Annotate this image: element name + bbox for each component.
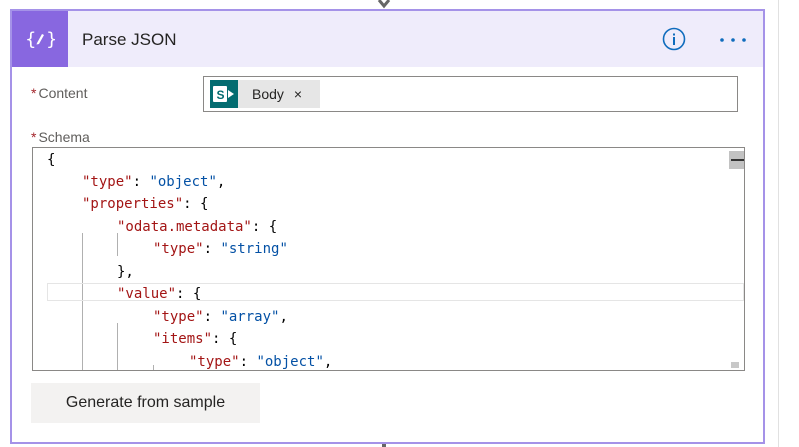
editor-scrollbar-thumb[interactable] xyxy=(729,151,744,169)
page-scrollbar-edge xyxy=(778,0,779,447)
code-line: "items": { xyxy=(153,328,237,350)
code-line: }, xyxy=(117,261,134,283)
code-string: "object" xyxy=(256,354,324,370)
code-punct: , xyxy=(279,309,288,325)
current-line-highlight xyxy=(47,283,744,301)
ellipsis-icon[interactable] xyxy=(717,30,749,48)
code-punct: }, xyxy=(117,264,134,280)
code-line: { xyxy=(47,149,55,171)
code-punct: : { xyxy=(251,219,278,235)
card-title: Parse JSON xyxy=(82,30,177,49)
schema-label: *Schema xyxy=(31,129,90,145)
content-label-text: Content xyxy=(38,85,88,101)
schema-code-editor[interactable]: {"type": "object","properties": {"odata.… xyxy=(32,147,745,371)
code-key: "type" xyxy=(153,241,204,257)
indent-guide xyxy=(117,233,118,256)
generate-from-sample-button[interactable]: Generate from sample xyxy=(31,383,260,423)
content-label: *Content xyxy=(31,85,88,101)
indent-guide xyxy=(82,233,83,370)
content-input[interactable]: S Body × xyxy=(203,76,738,112)
code-line: "type": "object", xyxy=(82,171,225,193)
schema-label-text: Schema xyxy=(38,129,90,145)
code-punct: , xyxy=(323,354,333,370)
code-key: "items" xyxy=(153,331,213,347)
indent-guide xyxy=(153,365,154,370)
card-header[interactable]: { } Parse JSON xyxy=(12,11,763,67)
code-key: "type" xyxy=(189,354,240,370)
required-mark: * xyxy=(31,85,37,101)
code-key: "value" xyxy=(117,286,177,302)
code-key: "odata.metadata" xyxy=(117,219,252,235)
code-key: "type" xyxy=(82,174,133,190)
code-string: "object" xyxy=(149,174,217,190)
code-line: "odata.metadata": { xyxy=(117,216,277,238)
code-line: "type": "string" xyxy=(153,238,288,260)
code-line: "value": { xyxy=(117,283,201,305)
code-string: "array" xyxy=(220,309,280,325)
svg-text:S: S xyxy=(217,88,225,102)
required-mark: * xyxy=(31,129,37,145)
code-punct: : xyxy=(203,309,221,325)
code-punct: , xyxy=(216,174,226,190)
svg-text:{: { xyxy=(25,29,36,50)
indent-guide xyxy=(117,323,118,370)
svg-text:}: } xyxy=(46,29,55,50)
connector-arrow-icon xyxy=(377,0,391,9)
editor-scrollbar-end xyxy=(731,362,739,368)
code-punct: { xyxy=(47,152,56,168)
code-punct: : xyxy=(203,241,221,257)
code-punct: : xyxy=(132,174,150,190)
body-token[interactable]: S Body × xyxy=(210,80,320,108)
code-string: "string" xyxy=(220,241,288,257)
code-punct: : xyxy=(239,354,257,370)
code-line: "type": "array", xyxy=(153,306,288,328)
token-remove-icon[interactable]: × xyxy=(293,86,303,102)
sharepoint-icon: S xyxy=(210,80,238,108)
info-icon[interactable] xyxy=(662,27,686,51)
parse-json-action-card: { } Parse JSON *Content S xyxy=(10,9,765,444)
code-punct: : { xyxy=(212,331,238,347)
token-label: Body xyxy=(252,86,284,102)
code-key: "properties" xyxy=(82,196,184,212)
code-line: "properties": { xyxy=(82,193,208,215)
code-punct: : { xyxy=(176,286,202,302)
code-punct: : { xyxy=(183,196,209,212)
code-line: "type": "object", xyxy=(189,351,333,370)
json-braces-icon: { } xyxy=(12,11,68,67)
code-key: "type" xyxy=(153,309,204,325)
